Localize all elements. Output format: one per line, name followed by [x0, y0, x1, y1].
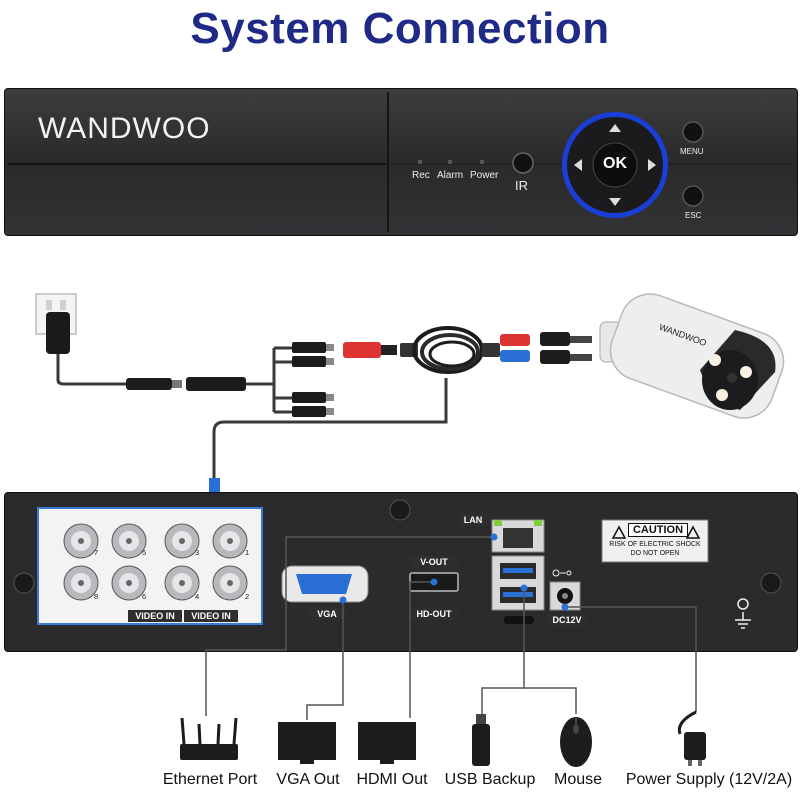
router-icon — [180, 717, 238, 760]
channel-number: 2 — [245, 592, 250, 601]
lan-label: LAN — [459, 514, 487, 526]
alarm-led — [448, 160, 452, 164]
channel-number: 8 — [94, 592, 99, 601]
reset-slot — [504, 616, 534, 624]
vga-port[interactable] — [296, 574, 352, 594]
caution-line-1: RISK OF ELECTRIC SHOCK — [609, 541, 701, 548]
dc12v-label: DC12V — [548, 614, 586, 626]
monitor-icon — [358, 722, 416, 764]
channel-number: 6 — [142, 592, 147, 601]
warning-triangle-icon — [611, 525, 627, 539]
arrow-up-icon[interactable] — [609, 124, 621, 132]
arrow-right-icon[interactable] — [648, 159, 656, 171]
power-plug-icon — [46, 312, 70, 354]
ethernet-port-label: Ethernet Port — [162, 771, 258, 788]
blue-plug-camera — [500, 350, 530, 362]
dpad-control[interactable] — [562, 112, 668, 218]
bnc-port-grid[interactable] — [63, 523, 248, 601]
vga-label: VGA — [308, 608, 346, 620]
menu-label: MENU — [680, 147, 704, 156]
ir-sensor — [512, 152, 534, 174]
caution-line-2: DO NOT OPEN — [630, 550, 680, 557]
vga-out-label: VGA Out — [276, 771, 340, 788]
warning-triangle-icon — [685, 525, 701, 539]
ir-label: IR — [515, 178, 528, 193]
bullet-camera-icon — [599, 293, 785, 419]
video-in-label-right: VIDEO IN — [184, 610, 238, 622]
video-in-label-left: VIDEO IN — [128, 610, 182, 622]
power-label: Power — [470, 170, 499, 181]
usb-drive-icon — [472, 714, 490, 766]
page-title: System Connection — [190, 4, 610, 53]
dc-female-connector — [186, 377, 246, 391]
arrow-left-icon[interactable] — [574, 159, 582, 171]
red-power-jack — [343, 342, 381, 358]
dc-polarity-icon — [552, 569, 572, 577]
esc-button[interactable] — [682, 185, 704, 207]
power-adapter-icon — [677, 710, 706, 766]
channel-number: 4 — [195, 592, 200, 601]
alarm-label: Alarm — [437, 170, 464, 181]
hdout-label: HD-OUT — [410, 608, 458, 620]
arrow-down-icon[interactable] — [609, 198, 621, 206]
rec-label: Rec — [412, 170, 430, 181]
rec-led — [418, 160, 422, 164]
hdmi-out-label: HDMI Out — [356, 771, 428, 788]
channel-number: 5 — [142, 548, 147, 557]
menu-button[interactable] — [682, 121, 704, 143]
front-brand-logo: WANDWOO — [38, 112, 211, 145]
red-plug-camera — [500, 334, 530, 346]
vout-label: V-OUT — [410, 556, 458, 568]
ok-label: OK — [603, 155, 627, 172]
esc-label: ESC — [685, 211, 702, 220]
power-splitter-icon — [292, 342, 334, 417]
caution-title: CAUTION — [628, 523, 688, 537]
power-supply-label: Power Supply (12V/2A) — [625, 771, 793, 788]
dc-male-connector — [126, 378, 172, 390]
mouse-icon — [560, 717, 592, 767]
power-led — [480, 160, 484, 164]
ground-icon — [735, 598, 751, 629]
usb-backup-label: USB Backup — [444, 771, 536, 788]
monitor-icon — [278, 722, 336, 764]
bnc-connector-right — [482, 343, 500, 357]
channel-number: 7 — [94, 548, 99, 557]
channel-number: 3 — [195, 548, 200, 557]
mouse-label: Mouse — [553, 771, 603, 788]
channel-number: 1 — [245, 548, 250, 557]
